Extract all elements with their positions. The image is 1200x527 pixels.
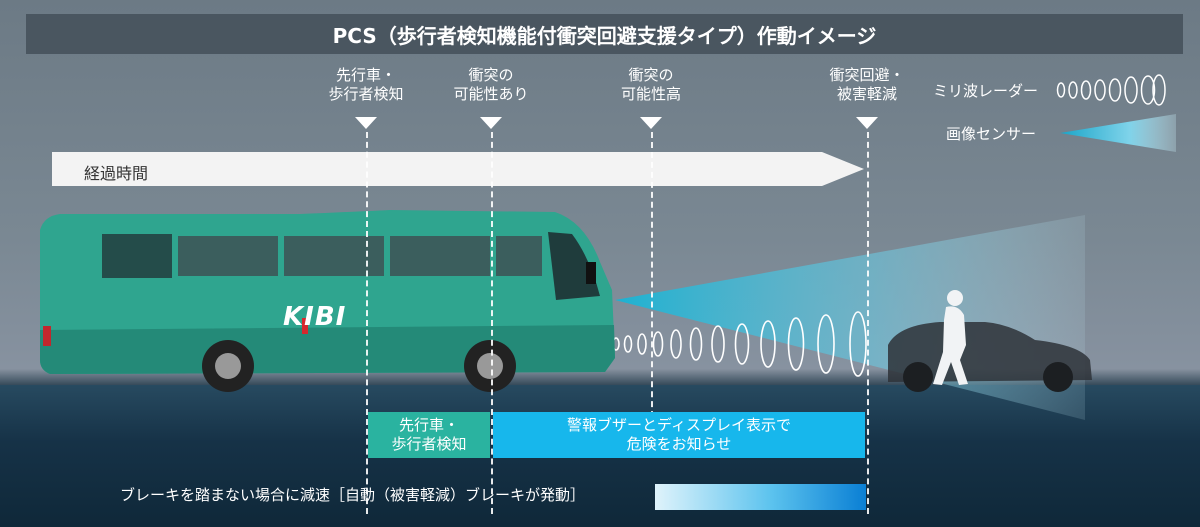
event-marker [355, 117, 377, 129]
timeline-arrow [52, 152, 864, 186]
phase-detect-line: 先行車・ [398, 416, 459, 434]
event-label-line: 衝突の [468, 66, 514, 84]
radar-wave-icon [1056, 74, 1166, 106]
event-line [491, 132, 493, 514]
phase-detect: 先行車・ 歩行者検知 [368, 412, 490, 458]
legend-radar-label: ミリ波レーダー [933, 82, 1039, 100]
event-label-line: 可能性あり [453, 85, 529, 103]
event-marker [480, 117, 502, 129]
diagram-title: PCS（歩行者検知機能付衝突回避支援タイプ）作動イメージ [26, 14, 1183, 54]
event-line [867, 132, 869, 514]
phase-detect-line: 歩行者検知 [391, 435, 467, 453]
event-marker [640, 117, 662, 129]
phase-warning-line: 警報ブザーとディスプレイ表示で [567, 416, 791, 434]
timeline-label: 経過時間 [84, 164, 149, 183]
event-label-avoid: 衝突回避・ 被害軽減 [802, 66, 932, 104]
legend-camera-label: 画像センサー [946, 125, 1037, 143]
event-marker [856, 117, 878, 129]
event-label-line: 可能性高 [620, 85, 681, 103]
bus-logo: KIBI [283, 302, 347, 332]
event-label-detect: 先行車・ 歩行者検知 [301, 66, 431, 104]
brake-description: ブレーキを踏まない場合に減速［自動（被害軽減）ブレーキが発動］ [120, 486, 586, 504]
event-line [366, 132, 368, 514]
event-line [651, 132, 653, 457]
event-label-high: 衝突の 可能性高 [586, 66, 716, 104]
phase-warning: 警報ブザーとディスプレイ表示で 危険をお知らせ [493, 412, 865, 458]
event-label-line: 先行車・ [335, 66, 396, 84]
phase-warning-line: 危険をお知らせ [626, 435, 732, 453]
event-label-line: 被害軽減 [836, 85, 897, 103]
event-label-line: 衝突回避・ [829, 66, 905, 84]
event-label-possible: 衝突の 可能性あり [426, 66, 556, 104]
brake-gradient-bar [655, 484, 866, 510]
event-label-line: 歩行者検知 [328, 85, 404, 103]
camera-beam-icon [1060, 114, 1176, 152]
event-label-line: 衝突の [628, 66, 674, 84]
